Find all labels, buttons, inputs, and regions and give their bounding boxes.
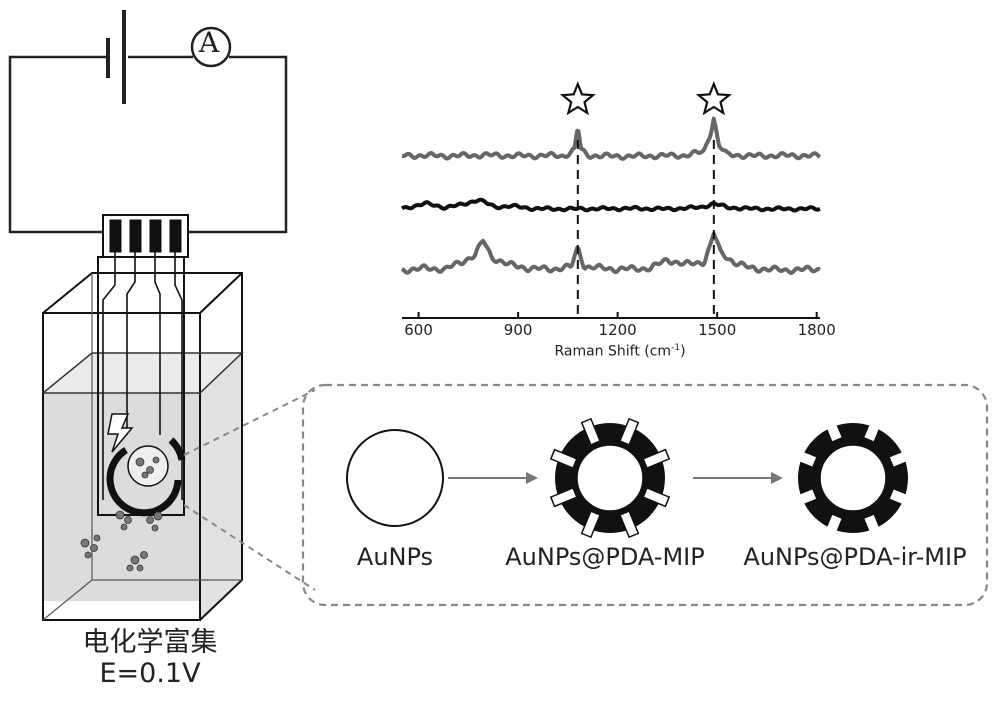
circuit-wire-right — [188, 57, 286, 232]
arrow-1 — [448, 472, 538, 484]
peak-star-icon — [699, 84, 730, 113]
x-tick-label: 1500 — [687, 321, 747, 339]
peak-star-icon — [563, 84, 593, 113]
raman-peak-markers — [563, 84, 730, 318]
label-aunps-pda-ir-mip: AuNPs@PDA-ir-MIP — [725, 543, 985, 571]
aunp-particle — [347, 430, 443, 526]
raman-series-group — [402, 119, 820, 273]
x-tick-label: 600 — [389, 321, 449, 339]
arrow-2 — [693, 472, 783, 484]
raman-series-bottom — [402, 234, 820, 273]
electrode-pin-1 — [110, 220, 121, 252]
raman-series-middle — [402, 200, 820, 211]
electrode-pin-2 — [130, 220, 141, 252]
x-tick-label: 1200 — [588, 321, 648, 339]
aunp-pda-mip-particle — [551, 419, 669, 537]
circuit-wire-left — [10, 57, 108, 232]
electrode-pin-4 — [170, 220, 181, 252]
x-tick-label: 900 — [488, 321, 548, 339]
x-axis-label: Raman Shift (cm-1) — [520, 343, 720, 360]
beaker-back-right-top — [200, 273, 242, 313]
x-tick-label: 1800 — [787, 321, 847, 339]
working-electrode — [128, 446, 168, 486]
x-axis-label-exponent: -1 — [671, 343, 680, 353]
electrode-pin-3 — [150, 220, 161, 252]
aunp-pda-ir-mip-particle — [799, 424, 906, 531]
caption-process: 电化学富集 — [60, 620, 240, 659]
raman-chart — [402, 84, 820, 318]
x-axis-label-close: ) — [680, 344, 685, 360]
ammeter-label: A — [193, 25, 225, 61]
x-axis-label-main: Raman Shift ( — [554, 344, 649, 360]
label-aunps: AuNPs — [330, 543, 460, 571]
x-axis-label-unit: cm — [650, 344, 671, 360]
circuit — [10, 10, 286, 232]
caption-voltage: E=0.1V — [60, 658, 240, 689]
label-aunps-pda-mip: AuNPs@PDA-MIP — [480, 543, 730, 571]
raman-series-top — [402, 119, 820, 159]
